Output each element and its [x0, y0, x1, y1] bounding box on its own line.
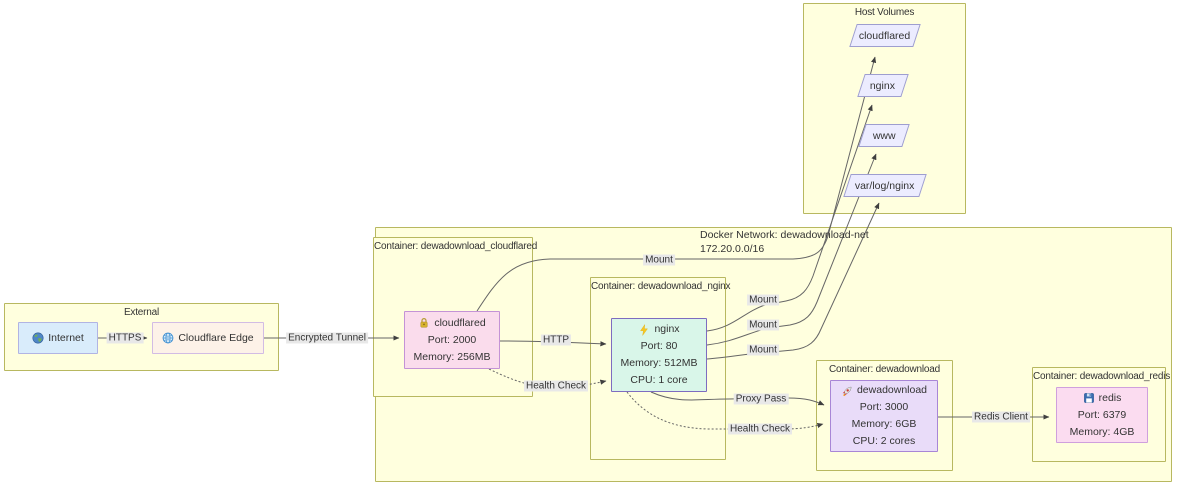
docker-network-subnet: 172.20.0.0/16	[700, 243, 765, 255]
edge-label-redis-client: Redis Client	[972, 411, 1030, 423]
globe-earth-icon	[32, 332, 44, 344]
container-nginx-title: Container: dewadownload_nginx	[591, 281, 731, 292]
node-nginx: nginx Port: 80 Memory: 512MB CPU: 1 core	[611, 318, 707, 392]
edge-label-mount-2: Mount	[747, 294, 779, 306]
node-nginx-port: Port: 80	[640, 340, 678, 352]
edge-label-http: HTTP	[540, 334, 572, 346]
globe-meridians-icon	[162, 332, 174, 344]
node-dewadownload-cpu: CPU: 2 cores	[852, 435, 916, 447]
edge-label-encrypted-tunnel: Encrypted Tunnel	[286, 332, 368, 344]
host-volumes-title: Host Volumes	[854, 7, 915, 18]
lock-icon	[420, 318, 428, 328]
container-cloudflared-title: Container: dewadownload_cloudflared	[374, 241, 538, 252]
volume-var-log-nginx: var/log/nginx	[843, 174, 927, 197]
edge-label-mount-1: Mount	[643, 254, 675, 266]
lightning-icon	[640, 323, 649, 336]
node-cloudflare-edge: Cloudflare Edge	[152, 322, 264, 354]
edge-label-health-check-1: Health Check	[523, 380, 589, 392]
volume-www-label: www	[872, 129, 896, 142]
node-internet-label: Internet	[48, 331, 84, 344]
node-redis-memory: Memory: 4GB	[1069, 425, 1135, 438]
node-nginx-label: nginx	[654, 323, 680, 335]
volume-cloudflared-label: cloudflared	[859, 29, 911, 42]
node-cloudflared: cloudflared Port: 2000 Memory: 256MB	[404, 311, 500, 369]
node-nginx-cpu: CPU: 1 core	[630, 374, 688, 386]
node-cloudflared-label: cloudflared	[434, 316, 486, 329]
volume-var-log-nginx-label: var/log/nginx	[855, 179, 915, 192]
node-redis-port: Port: 6379	[1077, 408, 1127, 421]
floppy-disk-icon	[1083, 393, 1094, 403]
rocket-icon	[842, 386, 852, 396]
node-cloudflared-port: Port: 2000	[427, 333, 477, 346]
volume-cloudflared: cloudflared	[849, 24, 921, 47]
volume-www: www	[858, 124, 910, 147]
external-cluster-title: External	[123, 307, 160, 318]
node-dewadownload: dewadownload Port: 3000 Memory: 6GB CPU:…	[830, 380, 938, 452]
edge-label-mount-3: Mount	[747, 319, 779, 331]
edge-label-health-check-2: Health Check	[727, 423, 793, 435]
node-redis-label: redis	[1098, 391, 1122, 404]
volume-nginx-label: nginx	[870, 79, 896, 92]
edge-label-proxy-pass: Proxy Pass	[733, 393, 789, 405]
node-redis: redis Port: 6379 Memory: 4GB	[1056, 387, 1148, 443]
node-dewadownload-label: dewadownload	[856, 384, 928, 396]
node-nginx-memory: Memory: 512MB	[620, 357, 698, 369]
edge-label-mount-4: Mount	[747, 344, 779, 356]
node-internet: Internet	[18, 322, 98, 354]
node-dewadownload-memory: Memory: 6GB	[851, 418, 917, 430]
container-dewadownload-title: Container: dewadownload	[828, 364, 941, 375]
docker-network-title-line1: Docker Network: dewadownload-net	[700, 229, 869, 241]
edge-label-https: HTTPS	[106, 332, 144, 344]
container-redis-title: Container: dewadownload_redis	[1033, 371, 1171, 382]
node-dewadownload-port: Port: 3000	[859, 401, 909, 413]
node-cloudflared-memory: Memory: 256MB	[413, 350, 491, 363]
docker-network-title: Docker Network: dewadownload-net 172.20.…	[700, 228, 869, 256]
node-cloudflare-edge-label: Cloudflare Edge	[178, 331, 254, 344]
volume-nginx: nginx	[857, 74, 909, 97]
